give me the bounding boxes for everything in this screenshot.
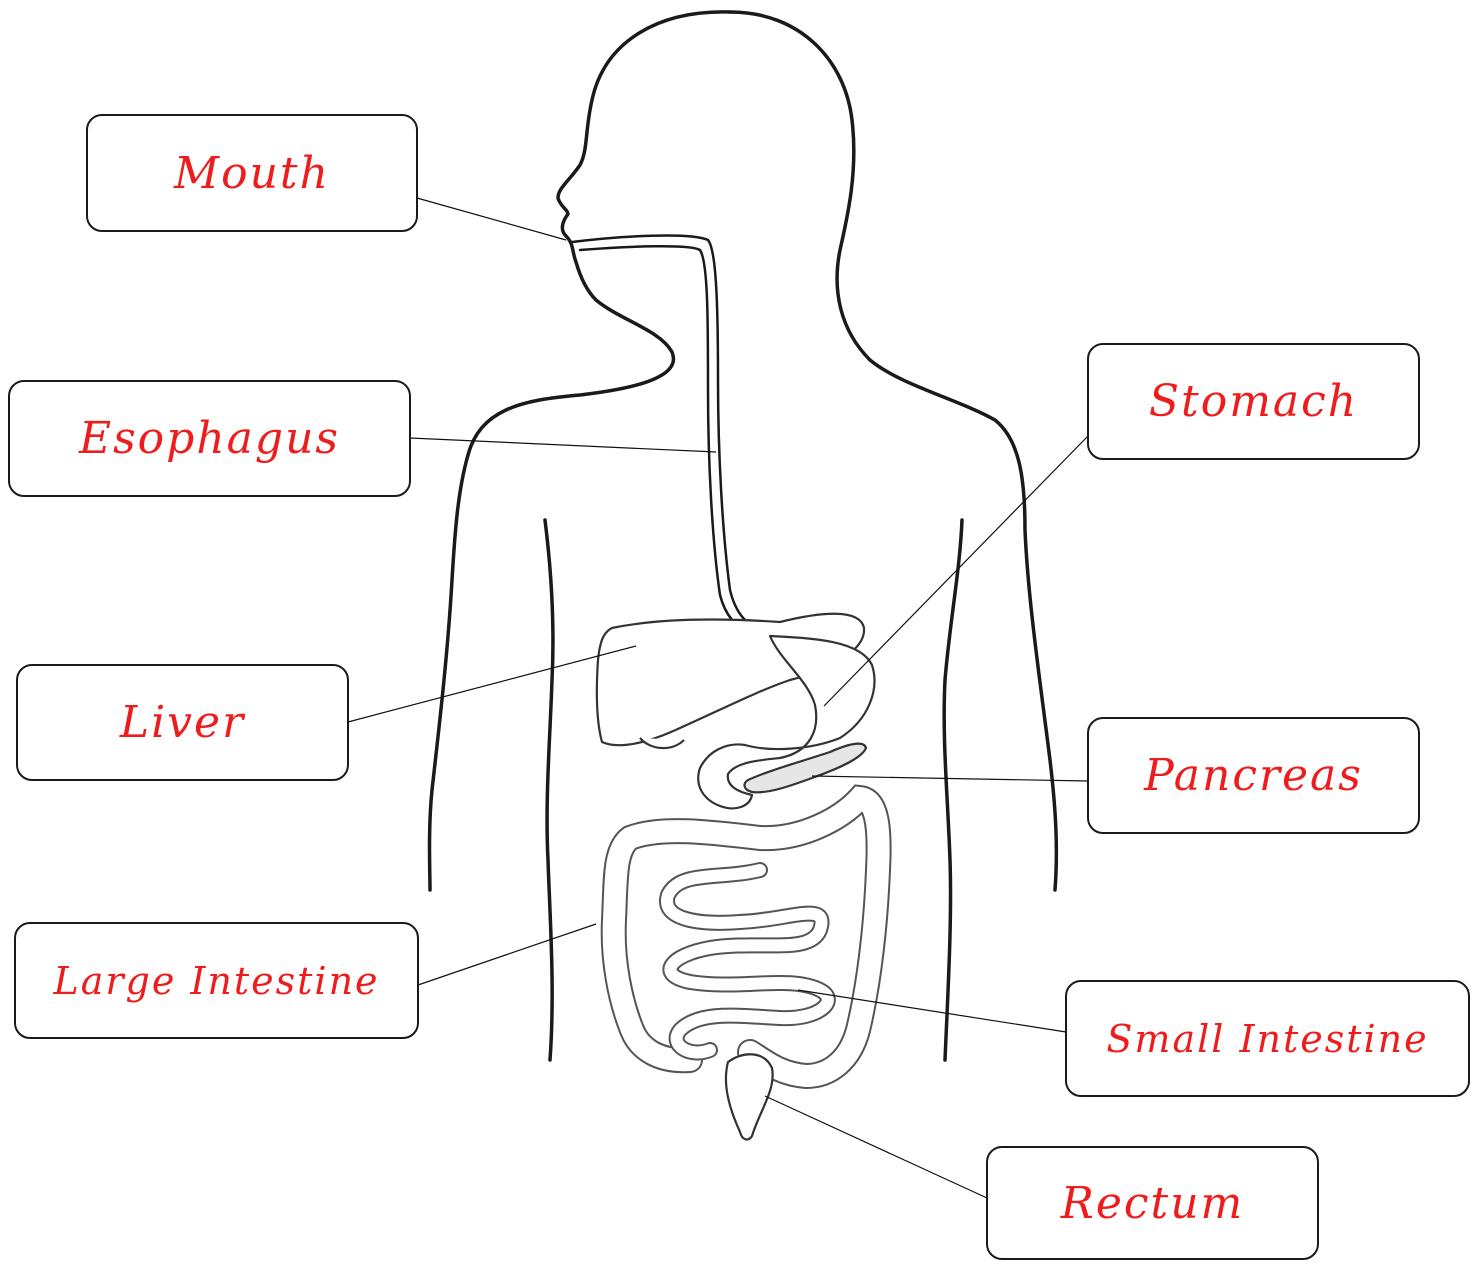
right-arm-inner: [944, 520, 962, 1060]
label-stomach: Stomach: [1149, 376, 1358, 427]
label-box-small-intestine: Small Intestine: [1065, 980, 1470, 1097]
leader-pancreas: [812, 776, 1088, 781]
esophagus-tube: [572, 236, 760, 630]
label-box-esophagus: Esophagus: [8, 380, 411, 497]
leader-stomach: [824, 436, 1088, 706]
label-box-pancreas: Pancreas: [1087, 717, 1420, 834]
label-box-stomach: Stomach: [1087, 343, 1420, 460]
leader-liver: [348, 646, 636, 722]
leader-small-intestine: [798, 990, 1066, 1032]
label-box-mouth: Mouth: [86, 114, 418, 232]
left-arm-inner: [545, 520, 553, 1060]
label-mouth: Mouth: [174, 148, 330, 199]
label-box-large-intestine: Large Intestine: [14, 922, 419, 1039]
label-small-intestine: Small Intestine: [1106, 1017, 1428, 1061]
gallbladder-shape: [640, 738, 684, 748]
large-intestine-fill: [614, 798, 879, 1076]
esophagus-tube-inner: [580, 246, 750, 632]
label-box-liver: Liver: [16, 664, 349, 781]
label-esophagus: Esophagus: [79, 413, 340, 464]
leader-large-intestine: [418, 924, 596, 985]
label-pancreas: Pancreas: [1144, 750, 1363, 801]
label-large-intestine: Large Intestine: [53, 959, 379, 1003]
leader-esophagus: [410, 438, 716, 452]
leader-rectum: [765, 1096, 987, 1198]
label-liver: Liver: [120, 697, 245, 748]
label-rectum: Rectum: [1061, 1178, 1245, 1229]
leader-mouth: [417, 198, 566, 240]
label-box-rectum: Rectum: [986, 1146, 1319, 1260]
